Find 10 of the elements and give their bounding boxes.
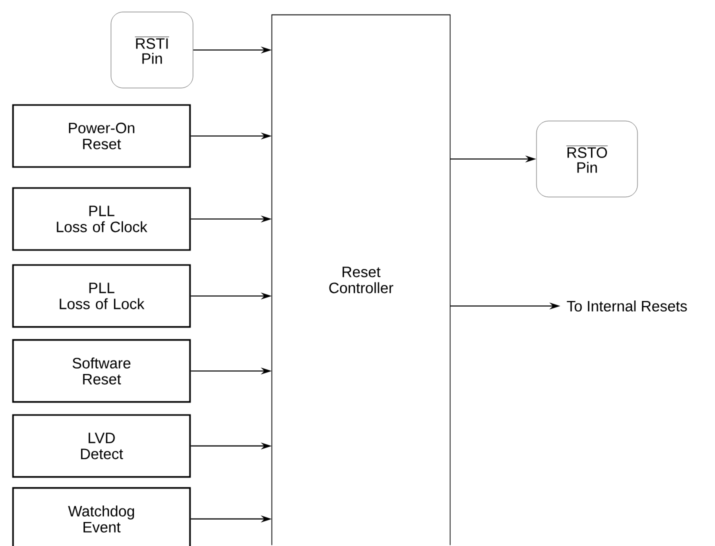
source-box: Software Reset <box>12 339 191 403</box>
pin-box: RSTI Pin <box>110 12 194 88</box>
source-box: PLL Loss of Lock <box>12 264 191 328</box>
source-box: Power-On Reset <box>12 104 191 168</box>
source-box: Watchdog Event <box>12 487 191 546</box>
pin-box: RSTO Pin <box>536 120 638 198</box>
source-box: PLL Loss of Clock <box>12 187 191 251</box>
source-box: LVD Detect <box>12 414 191 478</box>
output-label: To Internal Resets <box>566 300 687 312</box>
controller-block: Reset Controller <box>271 14 451 546</box>
